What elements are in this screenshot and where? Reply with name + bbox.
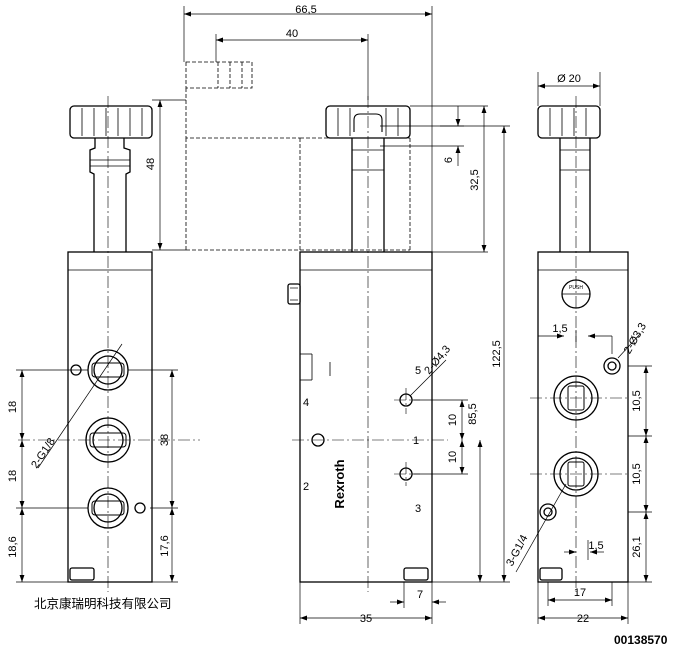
dim-10-lower: 10 bbox=[447, 451, 459, 463]
port-1-label: 1 bbox=[413, 435, 419, 447]
dim-18-lower: 18 bbox=[7, 470, 19, 482]
dim-32-5: 32,5 bbox=[469, 169, 481, 190]
left-knob bbox=[69, 105, 153, 139]
coil-outline bbox=[185, 61, 411, 251]
right-valve-body bbox=[537, 251, 629, 583]
middle-view bbox=[287, 105, 433, 583]
left-valve-body bbox=[67, 251, 153, 583]
dim-40: 40 bbox=[286, 28, 298, 40]
brand-logo-rexroth: Rexroth bbox=[332, 459, 347, 508]
dim-7: 7 bbox=[417, 589, 423, 601]
right-knob bbox=[537, 105, 601, 139]
port-3-label: 3 bbox=[415, 503, 421, 515]
dim-17-6: 17,6 bbox=[159, 535, 171, 556]
thread-label-g18: 2-G1/8 bbox=[29, 436, 58, 471]
dim-85-5: 85,5 bbox=[467, 403, 479, 424]
port-2-label: 2 bbox=[303, 481, 309, 493]
dim-6: 6 bbox=[443, 157, 455, 163]
middle-valve-body bbox=[299, 251, 433, 583]
left-view bbox=[67, 105, 153, 583]
dim-26-1: 26,1 bbox=[631, 536, 643, 557]
port-4-label: 4 bbox=[303, 397, 309, 409]
dim-122-5: 122,5 bbox=[491, 340, 503, 368]
dim-d20: Ø 20 bbox=[557, 73, 581, 85]
dim-10-upper: 10 bbox=[447, 414, 459, 426]
dim-18-upper: 18 bbox=[7, 401, 19, 413]
dim-35: 35 bbox=[360, 613, 372, 625]
right-view bbox=[537, 105, 629, 583]
dim-1-5-upper: 1,5 bbox=[552, 323, 567, 335]
dim-38: 38 bbox=[159, 434, 171, 446]
port-5-label: 5 bbox=[415, 365, 421, 377]
thread-label-g14: 3-G1/4 bbox=[504, 533, 530, 568]
dim-66-5: 66,5 bbox=[295, 4, 316, 16]
dim-18-6: 18,6 bbox=[7, 536, 19, 557]
dim-17: 17 bbox=[574, 587, 586, 599]
dim-10-5-upper: 10,5 bbox=[631, 390, 643, 411]
company-name: 北京康瑞明科技有限公司 bbox=[34, 596, 172, 611]
dim-10-5-lower: 10,5 bbox=[631, 463, 643, 484]
dim-48: 48 bbox=[145, 158, 157, 170]
dim-22: 22 bbox=[577, 613, 589, 625]
dim-1-5-lower: 1,5 bbox=[588, 540, 603, 552]
document-number: 00138570 bbox=[614, 633, 668, 647]
